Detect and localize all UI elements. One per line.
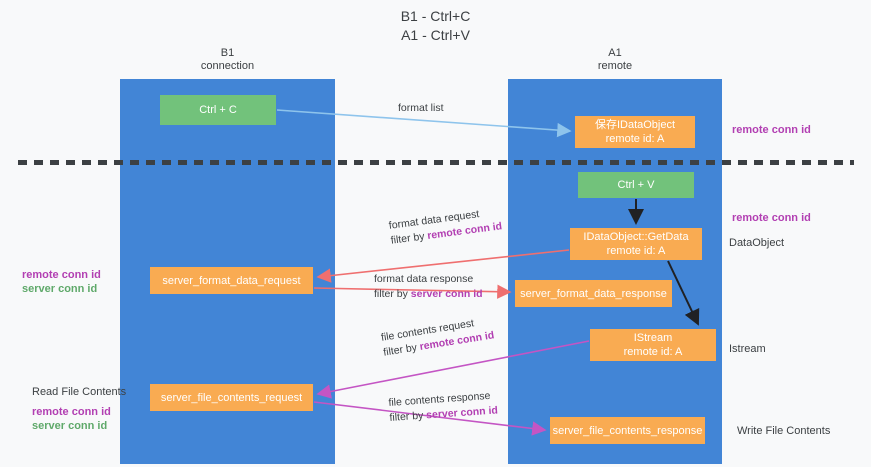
annotation-istream: Istream — [729, 343, 766, 355]
node-server-format-data-request[interactable]: server_format_data_request — [150, 267, 313, 294]
node-server-format-data-response-label: server_format_data_response — [520, 287, 667, 300]
lane-b1-name: B1 — [220, 47, 235, 59]
edge-label-format-list-text: format list — [398, 102, 444, 114]
node-server-file-contents-request[interactable]: server_file_contents_request — [150, 384, 313, 411]
lane-a1-role: remote — [597, 60, 633, 72]
node-save-idataobject[interactable]: 保存IDataObject remote id: A — [575, 116, 695, 148]
node-istream[interactable]: IStream remote id: A — [590, 329, 716, 361]
node-idataobject-getdata-sub: remote id: A — [606, 245, 666, 257]
annotation-dataobject: DataObject — [729, 237, 785, 249]
node-idataobject-getdata[interactable]: IDataObject::GetData remote id: A — [570, 228, 702, 260]
server-conn-id-token: server conn id — [425, 404, 499, 422]
node-ctrl-c[interactable]: Ctrl + C — [160, 95, 276, 125]
annotation-remote-conn-id: remote conn id — [22, 269, 101, 281]
annotation-remote-conn-id: remote conn id — [32, 406, 111, 418]
lane-caption-a1: A1 remote — [508, 47, 722, 73]
title-line-2: A1 - Ctrl+V — [401, 27, 470, 43]
annotation-read-file-contents: Read File Contents — [32, 386, 127, 398]
node-ctrl-v[interactable]: Ctrl + V — [578, 172, 694, 198]
node-server-format-data-request-label: server_format_data_request — [162, 274, 301, 287]
server-conn-id-token: server conn id — [410, 288, 483, 300]
edge-label-format-data-response: format data response filter by server co… — [374, 272, 483, 302]
arrow-file-contents-request — [316, 340, 590, 399]
edge-label-format-list: format list — [398, 101, 444, 116]
annotation-remote-conn-id-top: remote conn id — [732, 124, 811, 136]
lane-b1-role: connection — [200, 60, 255, 72]
arrow-format-list — [276, 109, 572, 138]
annotation-read-file-contents-group: Read File Contents remote conn id server… — [32, 385, 126, 433]
arrow-file-contents-response — [313, 401, 547, 436]
node-save-idataobject-label: 保存IDataObject — [594, 119, 676, 131]
phase-divider — [18, 160, 854, 165]
edge-label-format-data-response-line2: filter by server conn id — [374, 287, 483, 302]
node-ctrl-c-label: Ctrl + C — [199, 104, 237, 116]
node-server-file-contents-request-label: server_file_contents_request — [160, 391, 303, 404]
node-server-format-data-response[interactable]: server_format_data_response — [515, 280, 672, 307]
filter-by-prefix: filter by — [390, 230, 429, 247]
node-ctrl-v-label: Ctrl + V — [617, 179, 655, 191]
edge-label-format-data-response-line1: format data response — [374, 273, 474, 285]
node-istream-sub: remote id: A — [623, 346, 683, 358]
arrow-getdata-to-istream — [667, 260, 700, 326]
filter-by-prefix: filter by — [374, 288, 411, 300]
node-idataobject-getdata-label: IDataObject::GetData — [583, 231, 689, 243]
annotation-server-conn-id: server conn id — [22, 283, 98, 295]
title-line-1: B1 - Ctrl+C — [400, 8, 471, 24]
annotation-write-file-contents: Write File Contents — [737, 425, 831, 437]
lane-a1-name: A1 — [608, 47, 622, 59]
annotation-server-conn-id: server conn id — [32, 420, 108, 432]
lane-caption-b1: B1 connection — [120, 47, 335, 73]
annotation-remote-conn-id-mid: remote conn id — [732, 212, 811, 224]
node-server-file-contents-response[interactable]: server_file_contents_response — [550, 417, 705, 444]
arrow-format-data-response — [313, 284, 512, 299]
annotation-conn-id-legend-mid: remote conn id server conn id — [22, 268, 101, 296]
node-server-file-contents-response-label: server_file_contents_response — [552, 424, 703, 437]
node-save-idataobject-sub: remote id: A — [605, 133, 665, 145]
arrow-format-data-request — [316, 249, 570, 283]
node-istream-label: IStream — [633, 332, 673, 344]
filter-by-prefix: filter by — [389, 409, 427, 424]
page-title: B1 - Ctrl+C A1 - Ctrl+V — [0, 7, 871, 45]
